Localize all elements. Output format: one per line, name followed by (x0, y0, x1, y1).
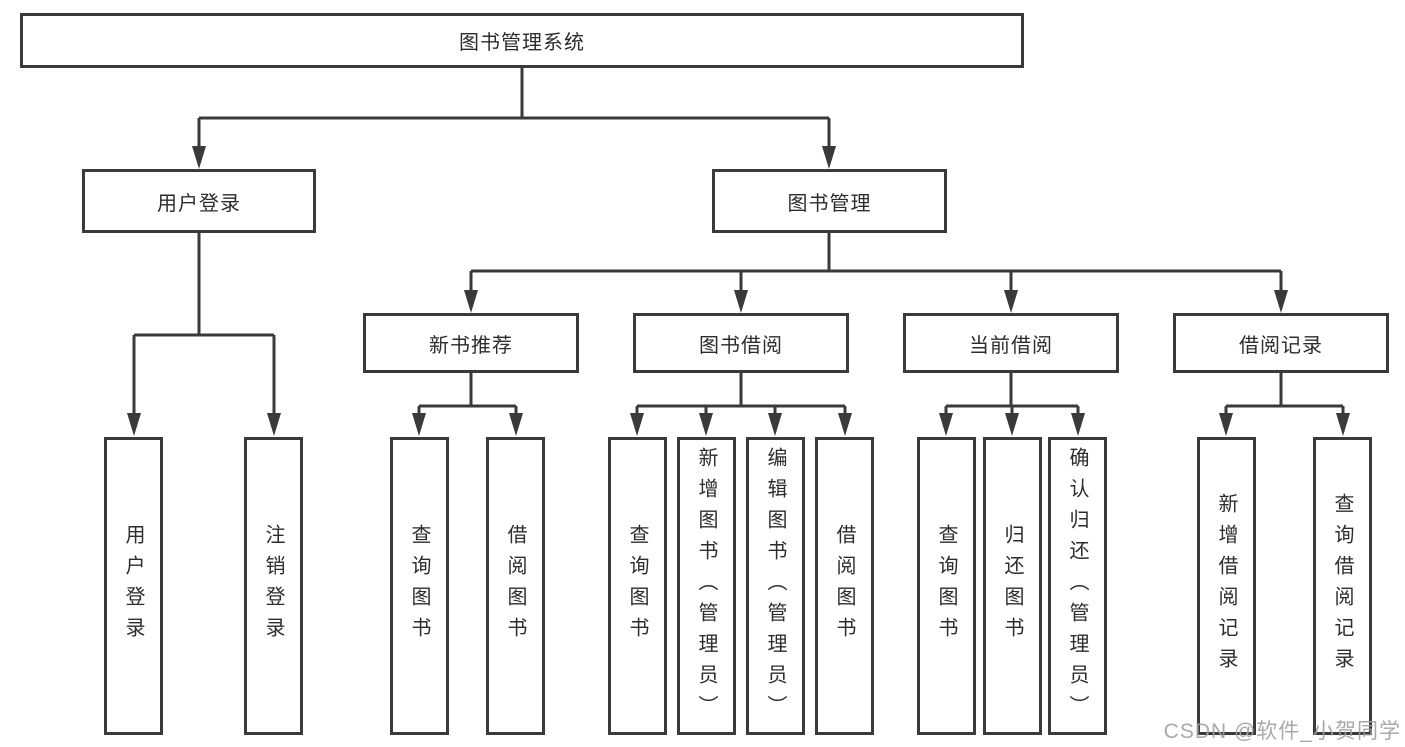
leaf-borrow-books-borrowing: 借阅图书 (815, 437, 874, 735)
leaf-query-books-recommendation: 查询图书 (390, 437, 449, 735)
leaf-query-books-current: 查询图书 (917, 437, 976, 735)
node-library-management-system: 图书管理系统 (20, 13, 1024, 68)
connector-new-book-recommendation-to-children (412, 373, 523, 436)
connector-user-login-to-children (127, 233, 281, 436)
leaf-query-borrow-record: 查询借阅记录 (1313, 437, 1372, 735)
leaf-user-login: 用户登录 (104, 437, 163, 735)
leaf-confirm-return-admin: 确认归还（管理员） (1048, 437, 1107, 735)
connector-borrowing-records-to-children (1219, 373, 1350, 436)
node-current-borrowing: 当前借阅 (903, 313, 1119, 373)
leaf-query-books-borrowing: 查询图书 (608, 437, 667, 735)
leaf-edit-book-admin: 编辑图书（管理员） (746, 437, 805, 735)
leaf-add-borrow-record: 新增借阅记录 (1197, 437, 1256, 735)
node-borrowing-records: 借阅记录 (1173, 313, 1389, 373)
connector-book-management-to-groups (464, 233, 1288, 313)
node-user-login: 用户登录 (82, 169, 316, 233)
leaf-logout: 注销登录 (244, 437, 303, 735)
leaf-borrow-books-recommendation: 借阅图书 (486, 437, 545, 735)
connector-current-borrowing-to-children (939, 373, 1085, 436)
node-book-management: 图书管理 (712, 169, 947, 233)
node-book-borrowing: 图书借阅 (633, 313, 849, 373)
node-new-book-recommendation: 新书推荐 (363, 313, 579, 373)
leaf-add-book-admin: 新增图书（管理员） (677, 437, 736, 735)
csdn-watermark: CSDN @软件_小贺同学 (1163, 720, 1401, 743)
connector-book-borrowing-to-children (630, 373, 852, 436)
leaf-return-book: 归还图书 (983, 437, 1042, 735)
connector-root-to-level2 (192, 68, 836, 169)
